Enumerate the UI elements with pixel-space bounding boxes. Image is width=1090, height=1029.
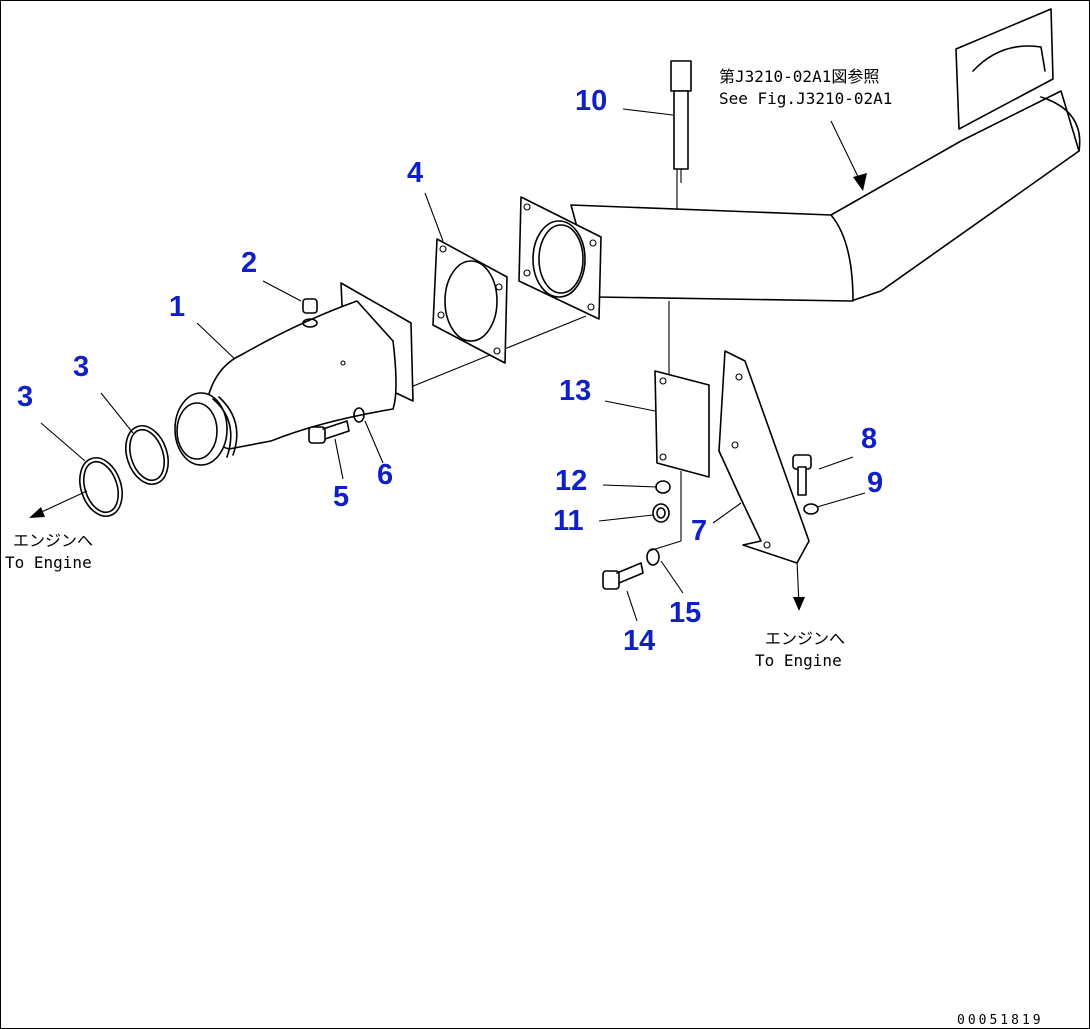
callout-3-inner: 3 [73, 351, 90, 383]
bolt-5 [308, 420, 350, 444]
callout-15: 15 [669, 597, 702, 629]
callout-4: 4 [407, 157, 424, 189]
engine-note-right-en: To Engine [755, 651, 842, 670]
engine-arrow-right [793, 560, 805, 611]
callout-13: 13 [559, 375, 592, 407]
callout-6: 6 [377, 459, 394, 491]
engine-note-right-jp: エンジンへ [765, 629, 846, 648]
nut-11 [652, 503, 670, 523]
exhaust-pipe [570, 8, 1081, 302]
clamp-ring-outer [79, 457, 123, 517]
washer-9 [803, 503, 819, 515]
reference-arrow [830, 120, 867, 191]
callout-14: 14 [623, 625, 656, 657]
engine-note-left-en: To Engine [5, 553, 92, 572]
callout-9: 9 [867, 467, 884, 499]
gasket [432, 238, 508, 364]
washer-6 [353, 407, 365, 423]
washer-15 [646, 548, 660, 566]
stay-7 [718, 350, 810, 564]
callout-8: 8 [861, 423, 878, 455]
reference-note-en: See Fig.J3210-02A1 [719, 89, 893, 108]
callout-3-outer: 3 [17, 381, 34, 413]
callout-1: 1 [169, 291, 186, 323]
adapter-tube [174, 282, 414, 466]
callout-2: 2 [241, 247, 258, 279]
engine-arrow-left [29, 490, 88, 518]
drawing-number: 00051819 [957, 1013, 1044, 1028]
callout-12: 12 [555, 465, 588, 497]
callout-10: 10 [575, 85, 608, 117]
callout-5: 5 [333, 481, 350, 513]
callout-7: 7 [691, 515, 708, 547]
bolt-2 [302, 298, 318, 328]
sensor-10 [670, 60, 692, 183]
pipe-flange [518, 196, 602, 320]
clamp-ring-inner [125, 425, 169, 485]
engine-note-left-jp: エンジンへ [13, 531, 94, 550]
bolt-8 [792, 454, 812, 496]
bolt-14 [602, 562, 644, 590]
callout-11: 11 [553, 505, 584, 537]
bracket-13 [654, 370, 710, 478]
washer-12 [655, 480, 671, 494]
reference-note-jp: 第J3210-02A1図参照 [719, 67, 880, 86]
